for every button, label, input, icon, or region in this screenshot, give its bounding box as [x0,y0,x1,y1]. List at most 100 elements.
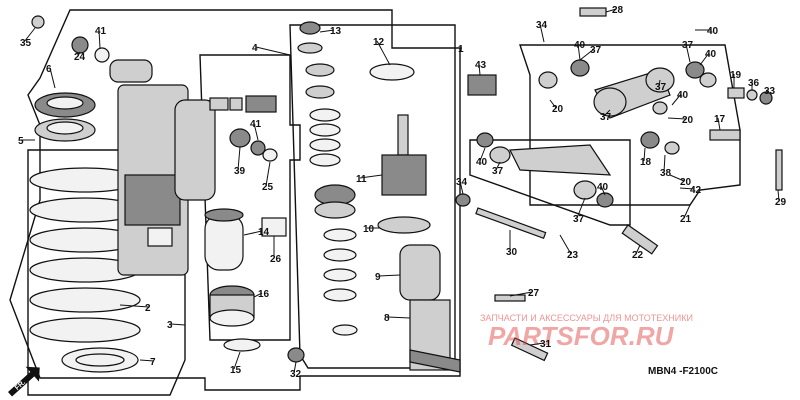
callout-leader-line [293,361,297,374]
callout-leader-line [539,23,545,43]
part-number-label: 16 [258,289,270,300]
part-number-label: 37 [492,166,504,177]
part-number-label: 36 [748,78,760,89]
shock-link-arm [538,59,717,155]
part-number-label: 26 [270,254,282,265]
callout-leader-line [387,316,411,319]
callout-leader-line [685,43,691,63]
callout-leader-line [671,93,682,106]
part-number-label: 30 [506,247,518,258]
part-number-label: 13 [330,26,342,37]
compression-adjuster [209,95,277,113]
damper-body [109,59,216,276]
callout-leader-line [699,52,710,66]
part-number-label: 37 [655,82,667,93]
dust-seal-35 [31,15,45,29]
part-number-label: 37 [573,214,585,225]
callout-leader-line [233,351,241,370]
callout-leader-line [255,46,291,56]
part-number-label: 15 [230,365,242,376]
part-number-label: 43 [475,60,487,71]
part-number-label: 38 [660,168,672,179]
part-number-label: 20 [682,115,694,126]
part-number-label: 29 [775,197,787,208]
callout-leader-line [559,234,572,255]
callout-leader-line [603,109,611,117]
callout-leader-line [378,274,401,277]
bolt-29 [775,149,783,191]
part-number-label: 24 [74,52,86,63]
callout-leader-line [495,161,501,171]
part-number-label: 6 [46,64,52,75]
part-number-label: 37 [590,45,602,56]
watermark-tagline: ЗАПЧАСТИ И АКСЕССУАРЫ ДЛЯ МОТОТЕХНИКИ [480,313,693,323]
callout-leader-line [529,342,545,346]
nut-32 [287,347,305,363]
part-number-label: 39 [234,166,246,177]
part-number-label: 37 [600,112,612,123]
bolt-31 [510,337,549,362]
nut-34 [455,193,471,207]
bladder [204,208,244,271]
part-number-label: 2 [145,303,151,314]
bolt-28 [579,7,607,17]
part-number-label: 11 [356,174,367,185]
part-number-label: 35 [20,38,32,49]
part-number-label: 8 [384,313,390,324]
collar-17 [709,129,741,141]
part-number-label: 41 [95,26,107,37]
part-number-label: 40 [677,90,689,101]
callout-leader-line [237,146,241,171]
part-number-label: 10 [363,224,375,235]
part-number-label: 34 [536,20,548,31]
part-number-label: 41 [250,119,262,130]
part-number-label: 4 [252,43,258,54]
collar-22 [621,224,659,255]
callout-leader-line [243,230,263,236]
callout-leader-line [679,187,695,190]
callout-leader-line [459,180,464,195]
callout-leader-line [359,174,383,179]
label-43 [467,74,497,96]
part-number-label: 22 [632,250,644,261]
part-number-label: 40 [705,49,717,60]
callout-leader-line [376,40,391,66]
spring-seat-stopper [61,347,139,373]
part-number-label: 42 [690,185,702,196]
callout-leader-line [265,161,271,187]
callout-leader-line [683,204,691,219]
part-number-label: 7 [150,357,156,368]
part-number-label: 5 [18,136,24,147]
part-number-label: 28 [612,5,624,16]
callout-leader-line [253,122,259,141]
callout-leader-line [717,117,721,131]
part-number-label: 31 [540,339,552,350]
part-number-label: 37 [682,40,694,51]
shim-stack [297,21,358,336]
linkage-arm-frame [519,44,741,206]
callout-leader-line [605,8,617,13]
part-number-label: 12 [373,37,385,48]
bolt-27 [494,294,526,302]
callout-leader-line [777,189,780,202]
circlip [369,63,415,81]
callout-leader-line [643,147,646,162]
reservoir-cap [209,285,255,327]
washer-36 [746,89,758,101]
collar-19 [727,87,745,99]
part-number-label: 23 [567,250,579,261]
watermark-brand: PARTSFOR.RU [488,321,675,351]
shock-body-subframe [289,24,456,369]
part-number-label: 27 [528,288,540,299]
callout-leader-line [579,48,595,61]
callout-leader-line [600,185,606,196]
part-number-label: 40 [707,26,719,37]
spring-adjuster-nut [34,92,96,142]
callout-leader-line [663,154,666,173]
callout-leader-line [319,29,335,33]
callout-leader-line [635,244,641,255]
part-number-label: 14 [258,227,270,238]
callout-leader-line [253,292,263,298]
stop-ring [223,338,261,352]
